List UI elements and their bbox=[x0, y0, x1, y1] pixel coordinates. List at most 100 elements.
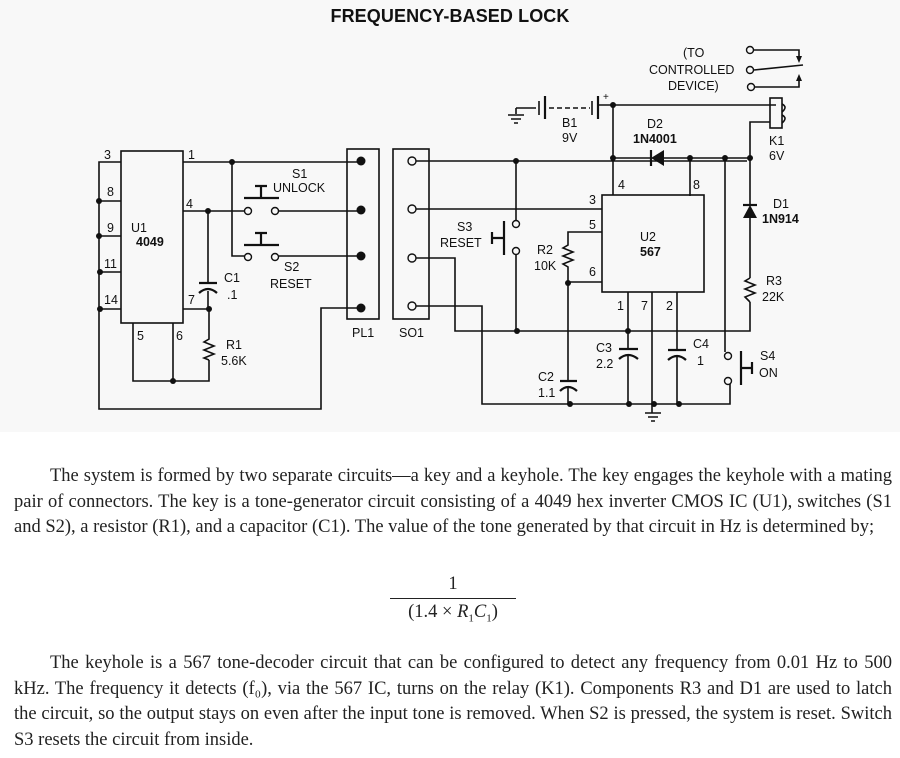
d2-ref: D2 bbox=[647, 117, 663, 131]
u1-pin-label: 9 bbox=[107, 221, 114, 235]
s3-contact bbox=[511, 219, 521, 229]
s4-contact bbox=[723, 351, 733, 361]
schematic-area: FREQUENCY-BASED LOCK U1 4049 3 8 9 11 14… bbox=[96, 6, 804, 422]
so1-socket bbox=[407, 204, 417, 214]
d1-part: 1N914 bbox=[762, 212, 799, 226]
pl1-pin bbox=[356, 205, 366, 215]
output-terminal bbox=[746, 82, 756, 92]
c1-plate bbox=[198, 287, 218, 294]
s4-ref: S4 bbox=[760, 349, 775, 363]
u2-pin-label: 8 bbox=[693, 178, 700, 192]
formula-numerator: 1 bbox=[390, 572, 516, 599]
b1-value: 9V bbox=[562, 131, 578, 145]
junction bbox=[97, 269, 103, 275]
so1-connector bbox=[392, 148, 430, 320]
wire bbox=[231, 162, 244, 257]
ground-symbol bbox=[645, 412, 661, 422]
c4-ref: C4 bbox=[693, 337, 709, 351]
u2-pin-label: 6 bbox=[589, 265, 596, 279]
junction bbox=[97, 306, 103, 312]
s1-ref: S1 bbox=[292, 167, 307, 181]
c1-value: .1 bbox=[227, 288, 237, 302]
r2-value: 10K bbox=[534, 259, 557, 273]
s2-pushbutton[interactable] bbox=[244, 231, 279, 247]
ground-symbol bbox=[508, 108, 524, 124]
s4-pushbutton[interactable] bbox=[739, 351, 754, 385]
u2-pin-label: 1 bbox=[617, 299, 624, 313]
u2-pin-label: 7 bbox=[641, 299, 648, 313]
r2-resistor bbox=[560, 231, 602, 282]
wire bbox=[416, 305, 731, 405]
paragraph-1: The system is formed by two separate cir… bbox=[14, 466, 892, 537]
u1-pin-label: 11 bbox=[104, 257, 117, 271]
u2-ref: U2 bbox=[640, 230, 656, 244]
u1-pin-label: 7 bbox=[188, 293, 195, 307]
u1-pin-label: 4 bbox=[186, 197, 193, 211]
u1-body bbox=[120, 150, 184, 324]
so1-socket bbox=[407, 301, 417, 311]
pl1-pin bbox=[356, 303, 366, 313]
s2-name: RESET bbox=[270, 277, 312, 291]
d2-diode bbox=[651, 150, 664, 166]
s1-pushbutton[interactable] bbox=[244, 184, 279, 200]
so1-socket bbox=[407, 253, 417, 263]
u1-pin-label: 14 bbox=[104, 293, 118, 307]
u2-body bbox=[601, 194, 705, 293]
u1-pin-label: 6 bbox=[176, 329, 183, 343]
c1-ref: C1 bbox=[224, 271, 240, 285]
c3-value: 2.2 bbox=[596, 357, 613, 371]
k1-relay-coil[interactable] bbox=[769, 97, 783, 129]
s1-contact bbox=[270, 206, 280, 216]
s3-contact bbox=[511, 246, 521, 256]
c2-value: 1.1 bbox=[538, 386, 555, 400]
formula-r: R bbox=[457, 602, 469, 622]
b1-polarity: + bbox=[603, 92, 609, 103]
u2-part: 567 bbox=[640, 245, 661, 259]
article-body: The system is formed by two separate cir… bbox=[0, 432, 900, 758]
junction bbox=[170, 378, 176, 384]
c3-plate bbox=[618, 353, 639, 360]
s3-name: RESET bbox=[440, 236, 482, 250]
junction bbox=[676, 401, 682, 407]
d2-part: 1N4001 bbox=[633, 132, 677, 146]
junction bbox=[96, 233, 102, 239]
output-label: CONTROLLED bbox=[649, 63, 734, 77]
figure-title: FREQUENCY-BASED LOCK bbox=[330, 6, 570, 26]
s1-contact bbox=[243, 206, 253, 216]
junction bbox=[626, 401, 632, 407]
b1-ref: B1 bbox=[562, 116, 577, 130]
u1-pin-label: 8 bbox=[107, 185, 114, 199]
u2-ic: U2 567 4 8 3 5 6 1 7 2 bbox=[589, 178, 705, 313]
u1-pin-label: 1 bbox=[188, 148, 195, 162]
r1-value: 5.6K bbox=[221, 354, 247, 368]
s1-name: UNLOCK bbox=[273, 181, 326, 195]
relay-contact-arm bbox=[753, 64, 804, 71]
s2-contact bbox=[270, 252, 280, 262]
wire bbox=[749, 121, 770, 158]
junction bbox=[651, 401, 657, 407]
s3-ref: S3 bbox=[457, 220, 472, 234]
s2-contact bbox=[243, 252, 253, 262]
c3-ref: C3 bbox=[596, 341, 612, 355]
u2-pin-label: 2 bbox=[666, 299, 673, 313]
r1-ref: R1 bbox=[226, 338, 242, 352]
s4-name: ON bbox=[759, 366, 778, 380]
u2-pin-label: 3 bbox=[589, 193, 596, 207]
paragraph-2: The keyhole is a 567 tone-decoder circui… bbox=[14, 653, 892, 750]
formula-c: C bbox=[473, 602, 487, 622]
r3-value: 22K bbox=[762, 290, 785, 304]
pl1-pin bbox=[356, 156, 366, 166]
circuit-schematic: U1 4049 3 8 9 11 14 1 4 7 5 6 bbox=[96, 45, 804, 422]
r1-resistor bbox=[201, 309, 217, 361]
junction bbox=[567, 401, 573, 407]
formula-denominator: (1.4 × R1C1) bbox=[390, 599, 516, 632]
u1-part: 4049 bbox=[136, 235, 164, 249]
k1-coil-loops bbox=[781, 103, 786, 124]
s3-pushbutton[interactable] bbox=[490, 221, 506, 255]
junction bbox=[96, 198, 102, 204]
so1-ref: SO1 bbox=[399, 326, 424, 340]
r2-ref: R2 bbox=[537, 243, 553, 257]
junction bbox=[625, 328, 631, 334]
pl1-connector bbox=[346, 148, 380, 320]
so1-socket bbox=[407, 156, 417, 166]
